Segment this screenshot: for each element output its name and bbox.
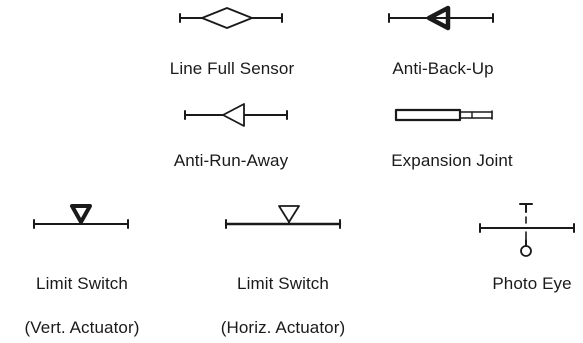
limit-switch-vert-sublabel: (Vert. Actuator) — [24, 318, 140, 337]
photo-eye-cross-icon — [479, 203, 575, 257]
photo-eye-label: Photo Eye — [492, 274, 572, 293]
photo-eye-symbol — [479, 203, 575, 257]
bold-down-triangle-on-line-icon — [33, 204, 129, 229]
anti-run-away-symbol — [184, 103, 288, 127]
anti-run-away-label: Anti-Run-Away — [173, 151, 289, 170]
rectangle-taper-icon — [394, 108, 493, 122]
expansion-joint-label: Expansion Joint — [391, 151, 513, 170]
limit-switch-vert-symbol — [33, 204, 129, 229]
open-triangle-on-line-icon — [184, 103, 288, 127]
anti-back-up-symbol — [388, 5, 494, 31]
line-full-sensor-symbol — [179, 7, 283, 29]
filled-triangle-on-line-icon — [388, 5, 494, 31]
diamond-on-line-icon — [179, 7, 283, 29]
limit-switch-horiz-label: Limit Switch — [237, 274, 329, 293]
limit-switch-vert-label: Limit Switch — [36, 274, 128, 293]
line-full-sensor-label: Line Full Sensor — [169, 59, 295, 78]
limit-switch-horiz-symbol — [224, 205, 342, 229]
limit-switch-horiz-sublabel: (Horiz. Actuator) — [220, 318, 346, 337]
expansion-joint-symbol — [394, 108, 493, 122]
open-down-triangle-on-line-icon — [224, 205, 342, 229]
anti-back-up-label: Anti-Back-Up — [392, 59, 494, 78]
